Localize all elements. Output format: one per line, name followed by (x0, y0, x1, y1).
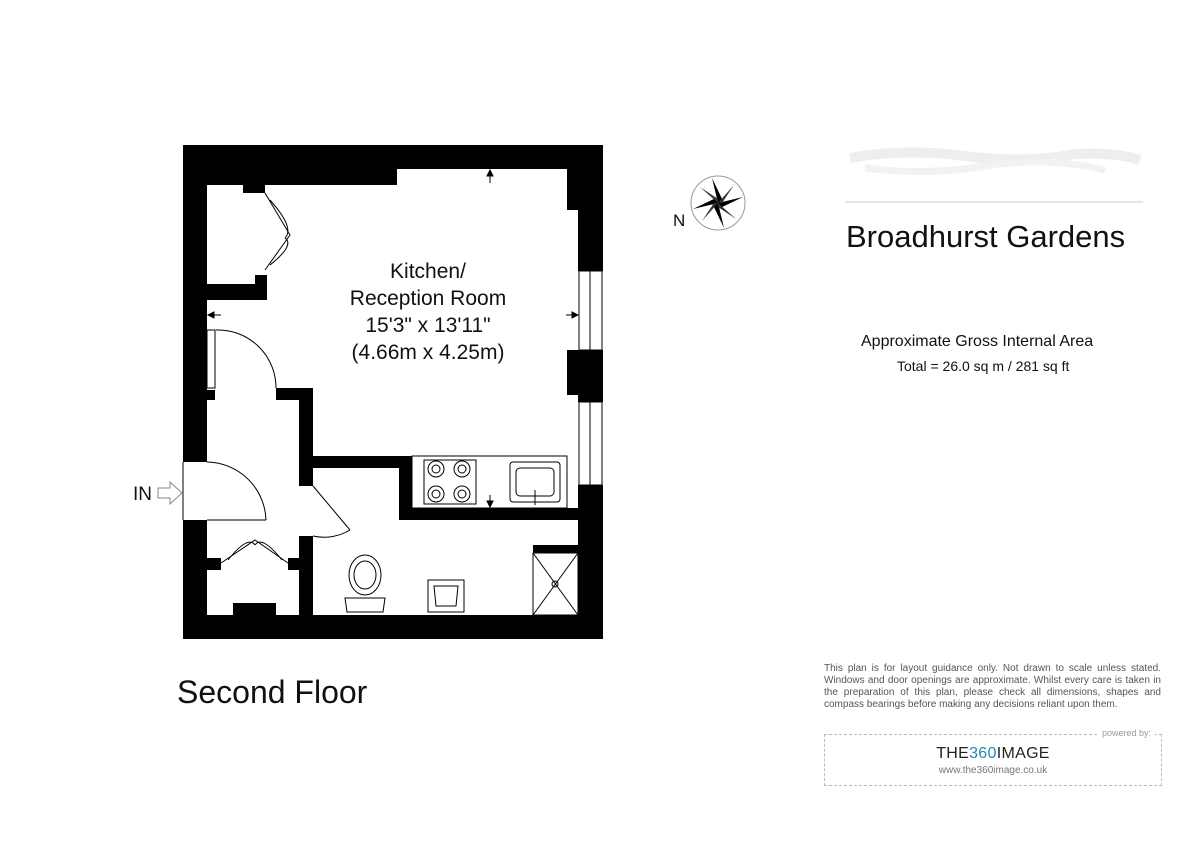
hall-wall-stub-left (207, 390, 215, 400)
shower-tray (532, 552, 579, 616)
room-label-kitchen-reception: Kitchen/ Reception Room 15'3" x 13'11" (… (350, 260, 506, 364)
entrance-door (182, 461, 267, 521)
brand-number: 360 (969, 745, 997, 762)
hob-ring (427, 485, 445, 503)
dimension-arrows (206, 168, 580, 509)
bathroom-fixtures (344, 552, 579, 616)
disclaimer-text: This plan is for layout guidance only. N… (824, 663, 1161, 710)
right-wall-mid (578, 350, 603, 402)
brand-suffix: IMAGE (996, 745, 1050, 762)
brand-url: www.the360image.co.uk (938, 765, 1048, 776)
hob-ring (453, 485, 471, 503)
chimney-breast (567, 169, 578, 210)
bathroom-left-wall (299, 536, 313, 615)
room-dimensions-metric: (4.66m x 4.25m) (352, 341, 505, 364)
kitchen-wall-vertical (399, 456, 412, 520)
toilet (348, 554, 382, 596)
room-name-line2: Reception Room (350, 287, 506, 310)
powered-by-label: powered by: (1097, 728, 1155, 738)
low-cupboard-left (207, 558, 221, 570)
area-total: Total = 26.0 sq m / 281 sq ft (897, 358, 1070, 374)
brand-name: THE360IMAGE (825, 745, 1161, 763)
property-title: Broadhurst Gardens (846, 219, 1126, 254)
room-dimensions-imperial: 15'3" x 13'11" (365, 314, 490, 337)
cupboard-bottom-notch (255, 275, 267, 285)
left-wall-upper (183, 145, 207, 462)
agent-logo (845, 147, 1143, 203)
room-name-line1: Kitchen/ (390, 260, 466, 283)
top-wall (183, 145, 603, 169)
right-pier (567, 350, 578, 395)
bathroom-top-wall (399, 508, 578, 520)
walls (183, 145, 603, 639)
cupboard-doors (264, 192, 291, 271)
shower-wall (533, 545, 578, 553)
cupboard-top-wall (207, 169, 397, 185)
entrance-label: IN (133, 484, 152, 505)
kitchen-counter (411, 455, 568, 509)
compass-rose-icon: N (673, 175, 746, 231)
powered-by-badge: powered by: THE360IMAGE www.the360image.… (824, 728, 1162, 786)
hob-ring (453, 460, 471, 478)
low-cupboard-unit (233, 603, 276, 615)
brand-prefix: THE (936, 745, 970, 762)
compass-north-label: N (673, 211, 685, 230)
right-wall-top (578, 145, 603, 271)
low-cupboard-right (288, 558, 302, 570)
bathroom-basin (427, 579, 465, 613)
hob-ring (427, 460, 445, 478)
hall-door (206, 329, 277, 389)
entrance-marker: IN (133, 480, 183, 506)
partition-vertical (299, 388, 313, 486)
kitchen-wall-horizontal (299, 456, 412, 468)
cupboard-bottom-wall (207, 284, 267, 300)
bathroom-door (312, 485, 351, 538)
bottom-wall (183, 615, 603, 639)
right-wall-bottom (578, 485, 603, 639)
low-cupboard-doors (220, 539, 289, 564)
cupboard-top-notch (243, 185, 265, 193)
windows (578, 270, 603, 486)
area-heading: Approximate Gross Internal Area (861, 333, 1094, 350)
floor-name: Second Floor (177, 674, 368, 710)
entrance-arrow-icon (157, 480, 183, 506)
